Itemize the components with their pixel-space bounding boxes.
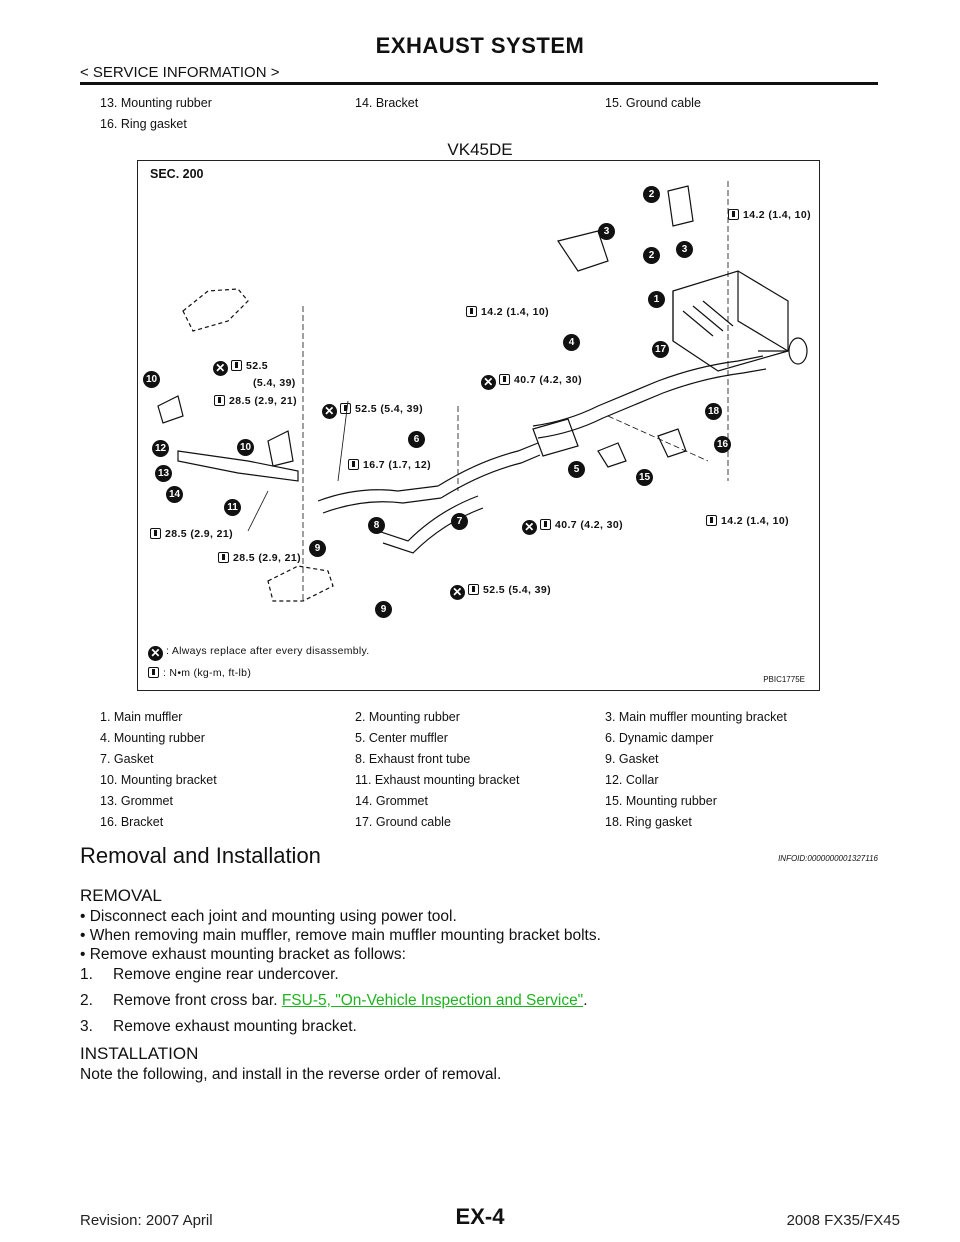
footer-model: 2008 FX35/FX45 (786, 1212, 900, 1229)
replace-part-icon (481, 375, 496, 390)
torque-label: 16.7 (1.7, 12) (348, 459, 431, 471)
part-callout: 11 (224, 499, 241, 516)
bullet-item: • Remove exhaust mounting bracket as fol… (80, 946, 406, 963)
list-item: 13. Mounting rubber 14. Bracket 15. Grou… (100, 95, 701, 110)
step-item: 1.Remove engine rear undercover. (80, 966, 339, 983)
legend-units: : N•m (kg-m, ft-lb) (148, 667, 251, 679)
exhaust-drawing (157, 181, 808, 602)
torque-label: 28.5 (2.9, 21) (218, 552, 301, 564)
part-callout: 10 (237, 439, 254, 456)
torque-wrench-icon (499, 374, 510, 385)
replace-part-icon (450, 585, 465, 600)
torque-label: 14.2 (1.4, 10) (466, 306, 549, 318)
removal-bullets: • Disconnect each joint and mounting usi… (80, 908, 601, 965)
exhaust-system-diagram: SEC. 200 14.2 (1.4, 10) 14.2 (1.4, 10) 5… (137, 160, 820, 691)
footer-page-number: EX-4 (455, 1204, 505, 1229)
legend-replace: : Always replace after every disassembly… (148, 645, 370, 661)
part-callout: 8 (368, 517, 385, 534)
torque-wrench-icon (540, 519, 551, 530)
torque-label: 52.5 (5.4, 39) (322, 403, 423, 419)
list-item: 16. Ring gasket (100, 116, 187, 131)
page-header-title: EXHAUST SYSTEM (375, 33, 585, 58)
bullet-item: • Disconnect each joint and mounting usi… (80, 908, 457, 925)
replace-part-icon (322, 404, 337, 419)
part-callout: 12 (152, 440, 169, 457)
fsu-5-reference-link[interactable]: FSU-5, "On-Vehicle Inspection and Servic… (281, 992, 584, 1009)
replace-part-icon (522, 520, 537, 535)
step-item: 2.Remove front cross bar. FSU-5, "On-Veh… (80, 992, 588, 1018)
torque-label: 52.5 (5.4, 39) (450, 584, 551, 600)
torque-wrench-icon (340, 403, 351, 414)
torque-label: 14.2 (1.4, 10) (728, 209, 811, 221)
info-id: INFOID:0000000001327116 (778, 854, 878, 863)
header-divider (80, 82, 878, 85)
torque-label: 28.5 (2.9, 21) (150, 528, 233, 540)
torque-wrench-icon (348, 459, 359, 470)
bullet-item: • When removing main muffler, remove mai… (80, 927, 601, 944)
torque-label: 40.7 (4.2, 30) (481, 374, 582, 390)
part-callout: 9 (375, 601, 392, 618)
part-callout: 13 (155, 465, 172, 482)
torque-wrench-icon (148, 667, 159, 678)
replace-part-icon (148, 646, 163, 661)
step-item: 3.Remove exhaust mounting bracket. (80, 1018, 357, 1035)
part-callout: 3 (598, 223, 615, 240)
torque-label: 28.5 (2.9, 21) (214, 395, 297, 407)
torque-wrench-icon (468, 584, 479, 595)
part-callout: 17 (652, 341, 669, 358)
torque-label: 14.2 (1.4, 10) (706, 515, 789, 527)
part-callout: 18 (705, 403, 722, 420)
part-callout: 4 (563, 334, 580, 351)
part-callout: 15 (636, 469, 653, 486)
torque-wrench-icon (466, 306, 477, 317)
figure-title: VK45DE (447, 140, 513, 159)
torque-wrench-icon (150, 528, 161, 539)
part-callout: 1 (648, 291, 665, 308)
torque-wrench-icon (728, 209, 739, 220)
part-callout: 16 (714, 436, 731, 453)
torque-wrench-icon (214, 395, 225, 406)
part-callout: 6 (408, 431, 425, 448)
part-callout: 5 (568, 461, 585, 478)
part-callout: 10 (143, 371, 160, 388)
removal-heading: REMOVAL (80, 886, 162, 905)
torque-label: 40.7 (4.2, 30) (522, 519, 623, 535)
torque-wrench-icon (706, 515, 717, 526)
part-callout: 7 (451, 513, 468, 530)
top-parts-list: 13. Mounting rubber 14. Bracket 15. Grou… (100, 92, 880, 134)
footer-revision: Revision: 2007 April (80, 1212, 213, 1229)
installation-heading: INSTALLATION (80, 1044, 199, 1063)
section-title: Removal and Installation (80, 843, 321, 868)
torque-wrench-icon (231, 360, 242, 371)
installation-text: Note the following, and install in the r… (80, 1066, 502, 1083)
torque-label: 52.5(5.4, 39) (213, 359, 296, 390)
part-callout: 14 (166, 486, 183, 503)
part-callout: 2 (643, 247, 660, 264)
page-header-subtitle: < SERVICE INFORMATION > (80, 64, 280, 81)
removal-steps: 1.Remove engine rear undercover. 2.Remov… (80, 966, 588, 1044)
section-number: SEC. 200 (150, 167, 204, 181)
part-callout: 2 (643, 186, 660, 203)
figure-code: PBIC1775E (763, 675, 805, 684)
replace-part-icon (213, 361, 228, 376)
part-callout: 9 (309, 540, 326, 557)
torque-wrench-icon (218, 552, 229, 563)
part-callout: 3 (676, 241, 693, 258)
